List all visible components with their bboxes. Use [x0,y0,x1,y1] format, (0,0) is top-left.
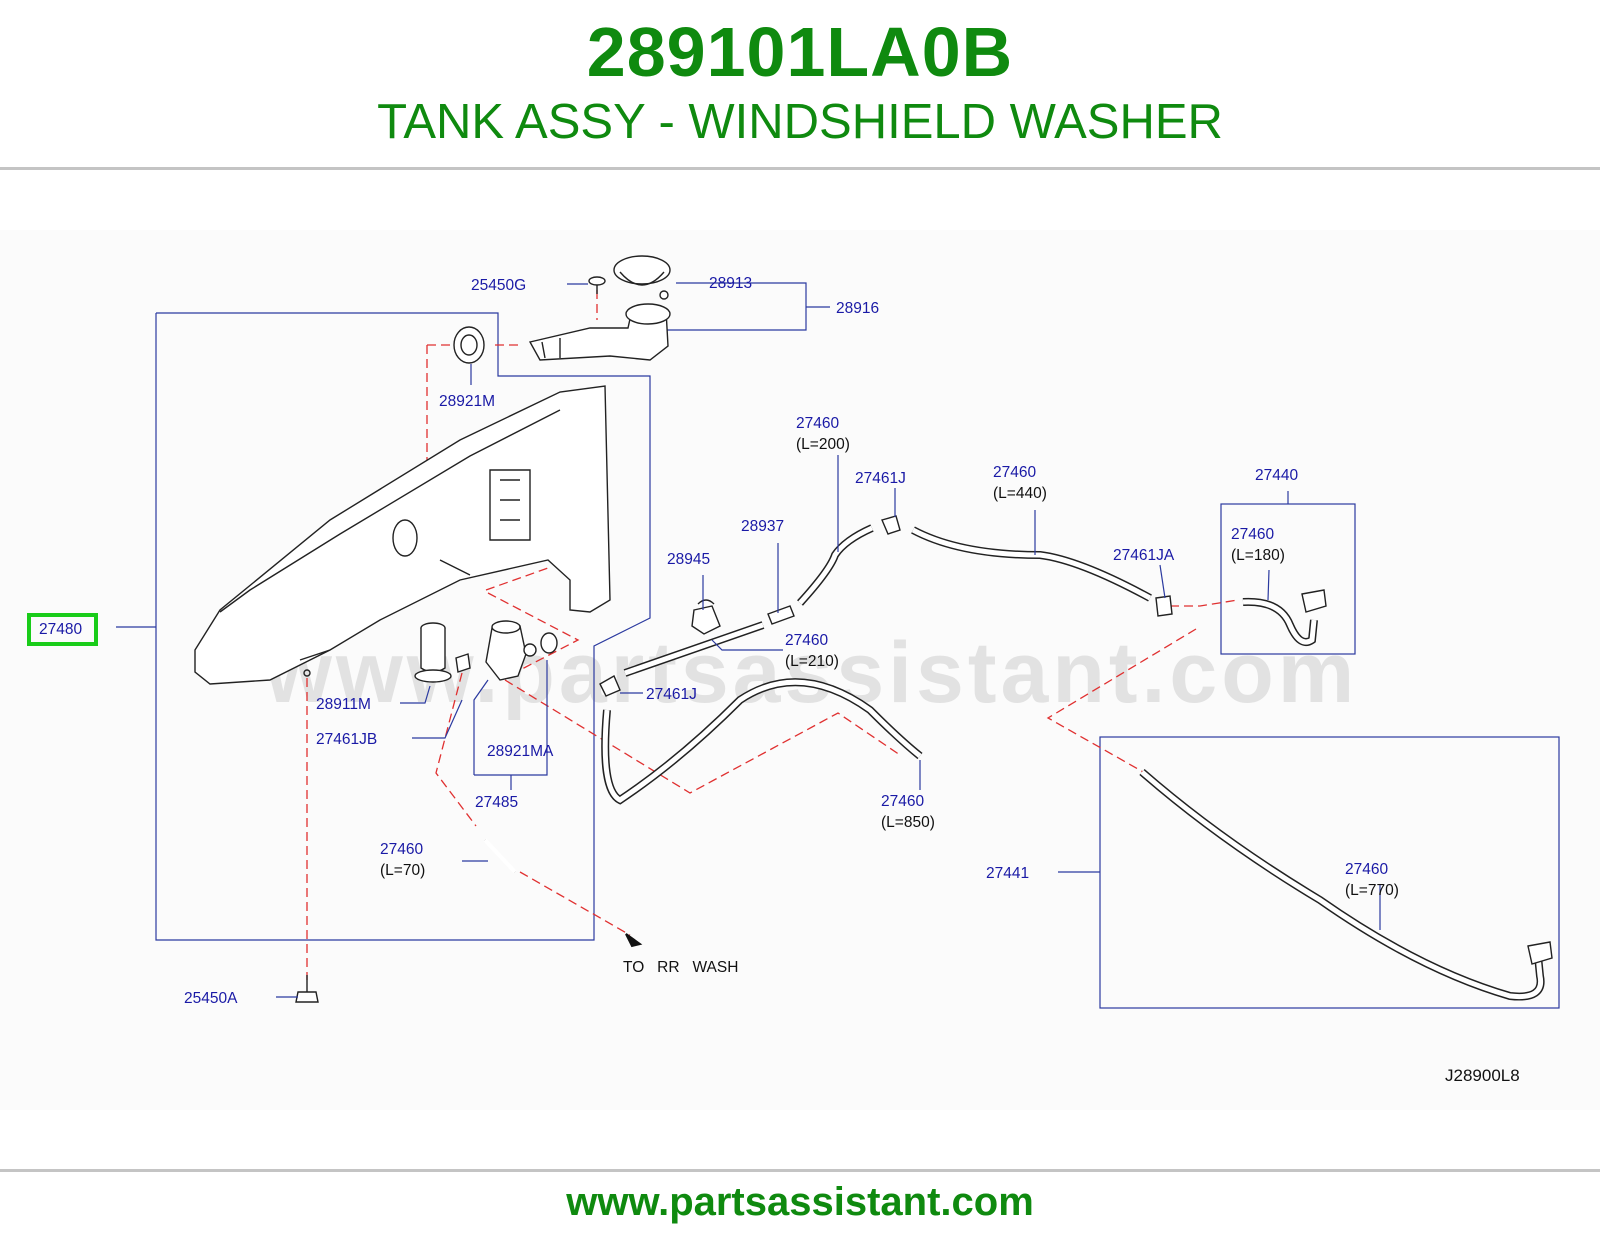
label-27460-l440-number[interactable]: 27460 [993,464,1036,481]
label-27460-l200-length: (L=200) [796,436,850,453]
clip-25450g [588,276,606,294]
part-number-title: 289101LA0B [586,13,1014,91]
label-27440[interactable]: 27440 [1255,467,1298,484]
label-25450g[interactable]: 25450G [471,277,526,294]
label-28937[interactable]: 28937 [741,518,784,535]
label-27460-l70-length: (L=70) [380,862,425,879]
washer-nozzle-27441 [1527,941,1553,965]
label-27461ja[interactable]: 27461JA [1113,547,1175,564]
footer-divider [0,1169,1600,1172]
to-rr-wash-text: TO RR WASH [623,959,738,976]
label-28945[interactable]: 28945 [667,551,710,568]
hose-l210 [623,621,765,677]
hose-l770 [1139,768,1545,1001]
label-28921m[interactable]: 28921M [439,393,495,410]
bolt-25450a [295,975,319,1003]
label-25450a[interactable]: 25450A [184,990,238,1007]
assembly-box-27480 [155,312,651,941]
label-27480-highlight [27,613,98,646]
label-27460-l180-number[interactable]: 27460 [1231,526,1274,543]
hose-l70 [483,838,517,874]
footer-website-url[interactable]: www.partsassistant.com [566,1180,1034,1224]
filler-cap-28913 [613,255,671,300]
washer-nozzle-27440 [1301,589,1327,613]
to-rr-wash-arrow [625,933,643,948]
filter-28911m [414,622,452,683]
label-28921ma[interactable]: 28921MA [487,743,554,760]
washer-tank-27480 [194,385,611,685]
joint-27461j-mid [599,675,621,697]
label-27480[interactable]: 27480 [39,621,82,638]
assembly-box-27441 [1099,736,1560,1009]
joint-27461jb [455,653,471,673]
label-27441[interactable]: 27441 [986,865,1029,882]
filler-neck-28916 [528,303,671,361]
seal-28921m [453,326,485,364]
label-28913[interactable]: 28913 [709,275,752,292]
label-28916[interactable]: 28916 [836,300,879,317]
hose-l200 [797,524,874,606]
label-27460-l770-length: (L=770) [1345,882,1399,899]
label-27461jb[interactable]: 27461JB [316,731,377,748]
check-valve-28937 [767,605,795,625]
label-27485[interactable]: 27485 [475,794,518,811]
clip-28945 [691,599,721,635]
label-27460-l850-number[interactable]: 27460 [881,793,924,810]
label-27460-l180-length: (L=180) [1231,547,1285,564]
label-28911m[interactable]: 28911M [316,696,371,713]
label-27460-l210-length: (L=210) [785,653,839,670]
label-27460-l440-length: (L=440) [993,485,1047,502]
hose-l440 [911,526,1152,602]
part-description: TANK ASSY - WINDSHIELD WASHER [377,95,1223,149]
page-header: 289101LA0B TANK ASSY - WINDSHIELD WASHER [0,0,1600,170]
label-27460-l200-number[interactable]: 27460 [796,415,839,432]
washer-pump-28921ma [485,620,558,681]
label-27460-l850-length: (L=850) [881,814,935,831]
label-27461j-top[interactable]: 27461J [855,470,906,487]
label-27461j-mid[interactable]: 27461J [646,686,697,703]
joint-27461ja [1155,595,1173,617]
label-27460-l70-number[interactable]: 27460 [380,841,423,858]
hose-l180 [1242,597,1318,647]
header-divider [0,167,1600,170]
joint-27461j-top [881,515,901,535]
label-27460-l770-number[interactable]: 27460 [1345,861,1388,878]
hose-l850 [601,678,923,805]
label-27460-l210-number[interactable]: 27460 [785,632,828,649]
diagram-code: J28900L8 [1445,1066,1520,1085]
